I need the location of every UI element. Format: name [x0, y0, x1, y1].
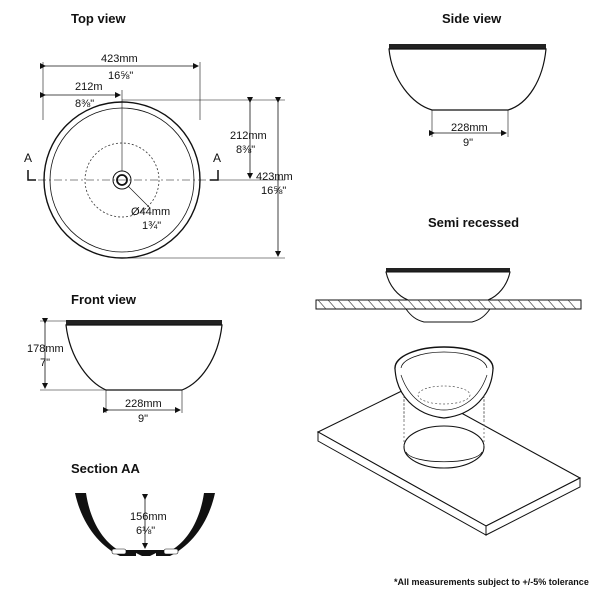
countertop-section: [315, 299, 582, 310]
semi-recessed-iso-drawing: [316, 346, 582, 536]
drain-leader: [127, 185, 151, 209]
semi-recessed-front-drawing: [315, 268, 582, 323]
top-half-depth-mm-label: 212mm: [230, 130, 267, 142]
top-half-width-mm-label: 212m: [75, 81, 103, 93]
heading-top-view: Top view: [71, 11, 126, 26]
section-aa-profile: [75, 493, 136, 556]
side-base-mm-label: 228mm: [451, 122, 488, 134]
section-label-right: A: [213, 151, 222, 165]
section-marker-right: [210, 170, 219, 181]
section-aa-drawing: [75, 493, 215, 556]
heading-semi-recessed: Semi recessed: [428, 215, 520, 230]
drain-in-label: 1¾": [142, 220, 162, 232]
heading-side-view: Side view: [442, 11, 502, 26]
front-view-bowl: [65, 324, 223, 391]
heading-section-aa: Section AA: [71, 461, 140, 476]
front-view-drawing: [40, 318, 223, 413]
top-view-drawing: [27, 62, 285, 259]
section-label-left: A: [24, 151, 33, 165]
top-width-mm-label: 423mm: [101, 53, 138, 65]
top-half-depth-in-label: 8⅜": [236, 144, 256, 156]
side-view-drawing: [388, 44, 547, 137]
drain-mm-label: Ø44mm: [131, 206, 171, 218]
top-width-in-label: 16⅝": [108, 70, 134, 82]
front-height-mm-label: 178mm: [27, 343, 64, 355]
section-depth-mm-label: 156mm: [130, 511, 167, 523]
section-depth-in-label: 6⅛": [136, 525, 156, 537]
section-marker-left: [27, 170, 36, 181]
front-base-in-label: 9": [138, 413, 149, 425]
front-base-mm-label: 228mm: [125, 398, 162, 410]
tolerance-footnote: *All measurements subject to +/-5% toler…: [394, 577, 589, 587]
heading-front-view: Front view: [71, 292, 137, 307]
top-half-width-in-label: 8⅜": [75, 98, 95, 110]
side-view-bowl: [388, 48, 547, 111]
bowl-base-dashed: [84, 142, 160, 218]
side-base-in-label: 9": [463, 137, 474, 149]
top-depth-mm-label: 423mm: [256, 171, 293, 183]
top-depth-in-label: 16⅝": [261, 185, 287, 197]
front-height-in-label: 7": [40, 357, 51, 369]
countertop-cutout: [403, 425, 485, 469]
